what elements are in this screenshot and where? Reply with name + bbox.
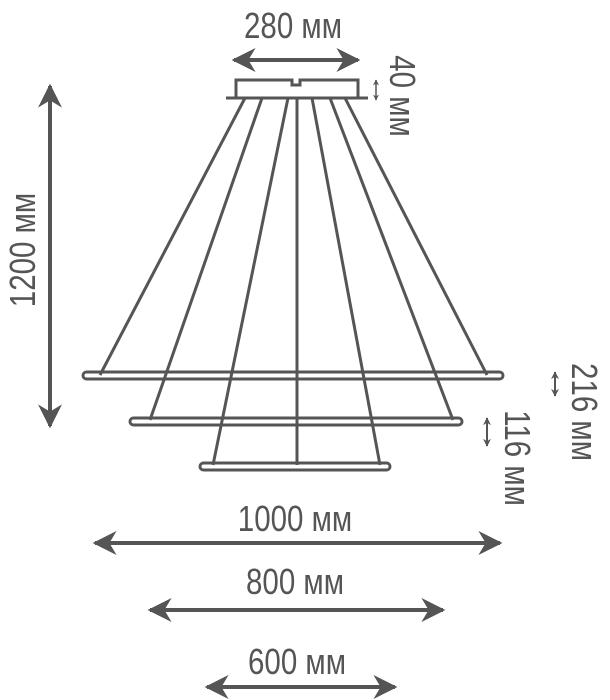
canopy-height-label: 40 мм bbox=[382, 55, 422, 137]
ring-medium bbox=[128, 416, 464, 427]
ring-small bbox=[198, 461, 392, 472]
ring-gap-1-label: 216 мм bbox=[564, 363, 604, 461]
ring-small-label: 600 мм bbox=[248, 641, 346, 681]
canopy-width-label: 280 мм bbox=[244, 5, 342, 45]
ring-large-label: 1000 мм bbox=[238, 498, 352, 538]
suspension-cables bbox=[98, 97, 489, 466]
canopy bbox=[234, 78, 360, 98]
ring-medium-label: 800 мм bbox=[246, 561, 344, 601]
total-height-label: 1200 мм bbox=[2, 193, 42, 307]
ring-gap-2-label: 116 мм bbox=[497, 410, 537, 506]
ring-large bbox=[81, 370, 505, 381]
